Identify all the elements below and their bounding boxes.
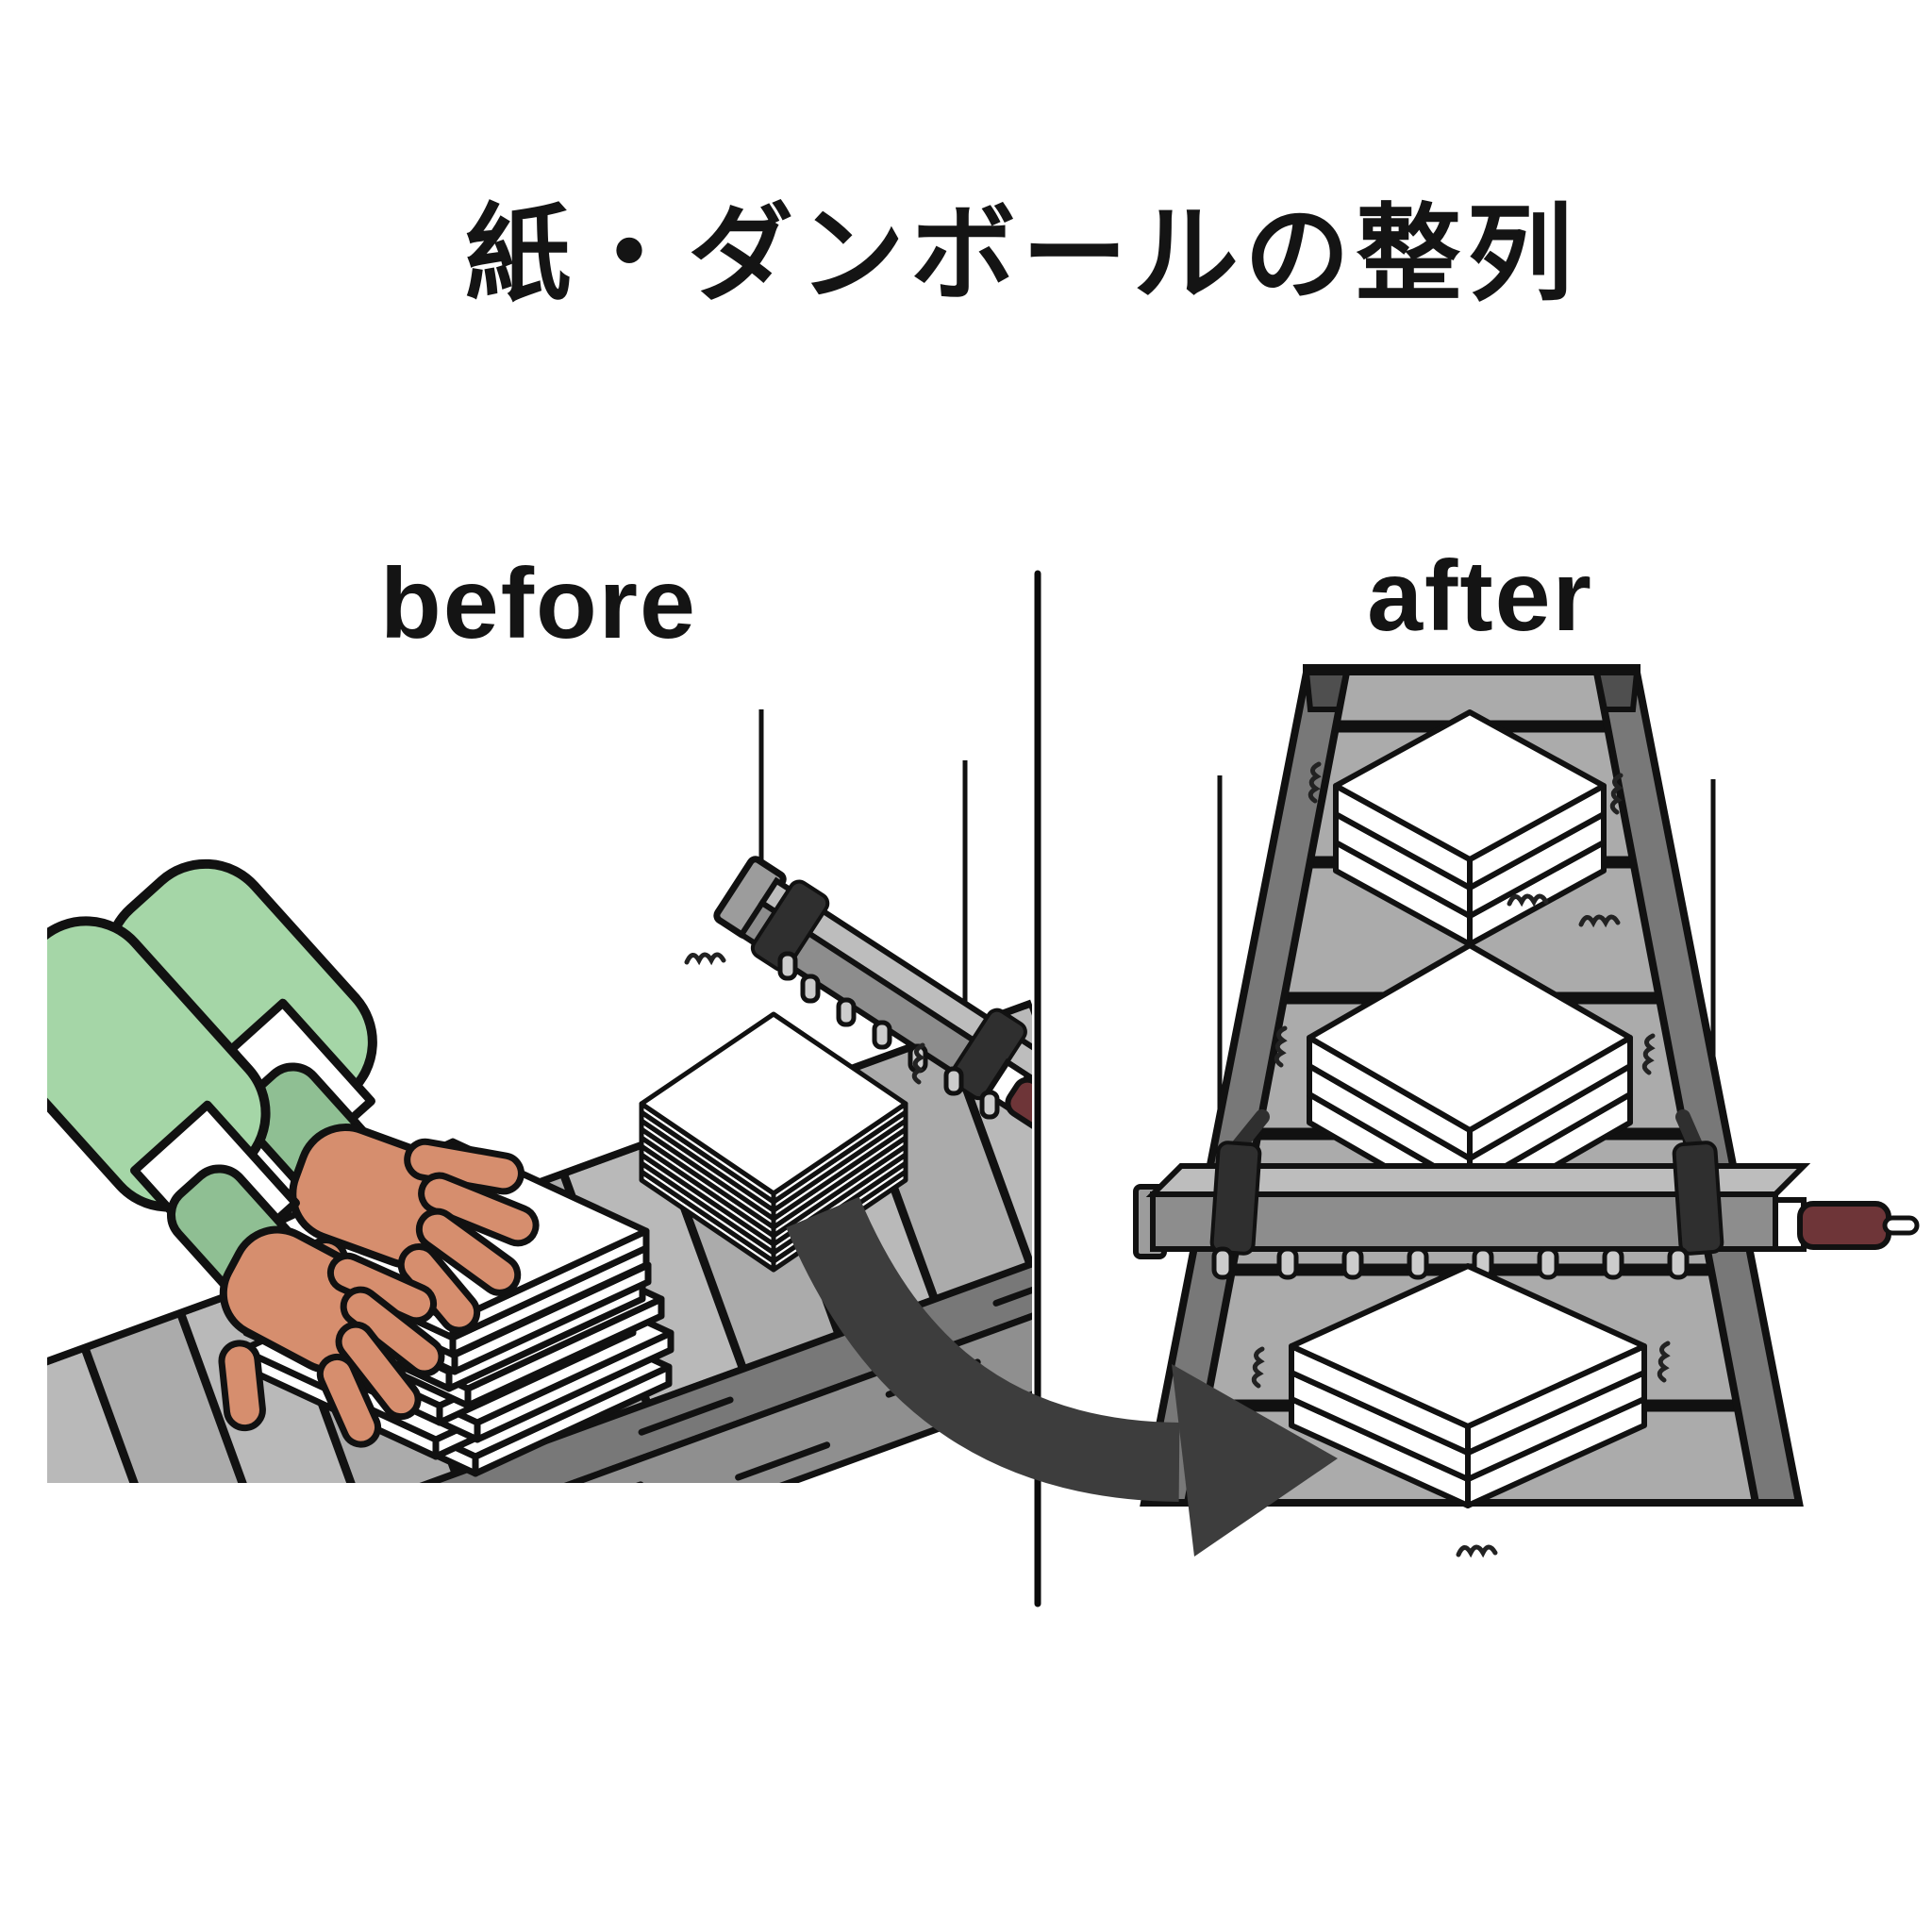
after-scene <box>1133 664 1920 1558</box>
bar-clamp <box>1209 1141 1262 1256</box>
page-title: 紙・ダンボールの整列 <box>465 195 1578 313</box>
bar-clamp <box>1672 1141 1724 1256</box>
finger <box>418 1172 540 1247</box>
thumb <box>218 1340 266 1432</box>
before-to-after-arrow <box>786 1196 1338 1557</box>
worker-hand-upper <box>289 1124 540 1334</box>
worker-arm-upper <box>104 858 540 1334</box>
after-label: after <box>1367 541 1593 652</box>
bar-clamp <box>750 879 830 972</box>
vibrator-handle <box>1005 1076 1032 1153</box>
handle-pin <box>1082 1132 1103 1153</box>
aligner-bar-after <box>1133 1109 1920 1280</box>
aligner-bar-before <box>713 856 1103 1153</box>
finger <box>415 1208 522 1296</box>
handle-pin <box>1882 1215 1920 1236</box>
before-scene <box>47 709 1103 1483</box>
aligned-stack-near <box>1289 1263 1647 1508</box>
vibration-marks-after <box>1251 761 1671 1558</box>
worker-arm-lower <box>47 916 445 1448</box>
nozzle-row-after <box>1211 1246 1690 1280</box>
before-label: before <box>380 548 697 659</box>
vibrator-handle <box>1797 1201 1891 1250</box>
finger <box>335 1321 422 1421</box>
worker-hand-lower <box>218 1225 445 1448</box>
finger <box>316 1353 382 1448</box>
